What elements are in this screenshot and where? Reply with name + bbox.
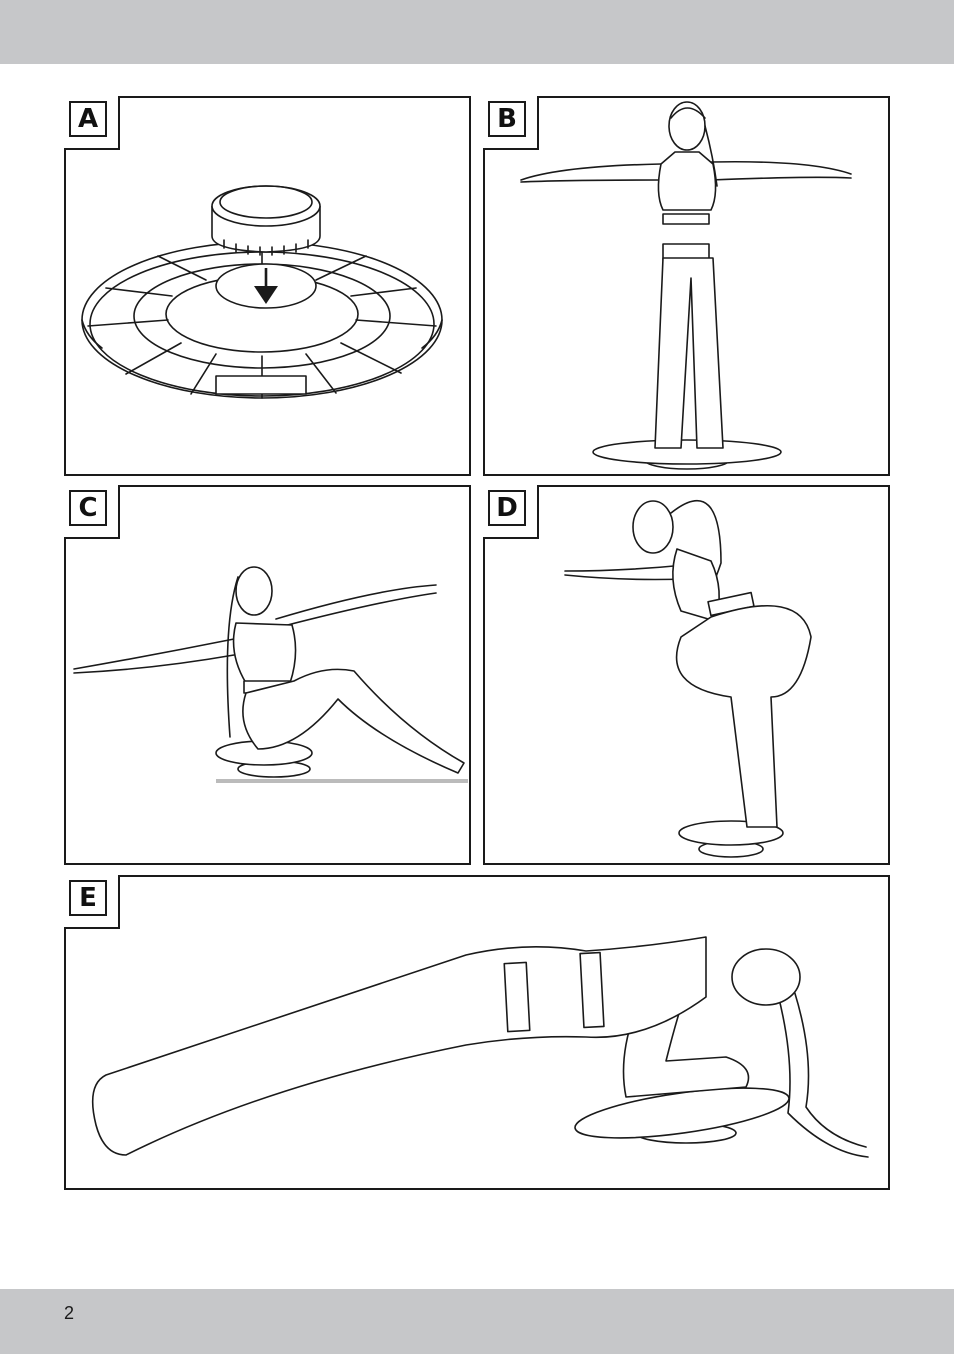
panel-a-label: A [64, 96, 120, 150]
figure-panel-e: E [64, 875, 890, 1190]
panel-e-label: E [64, 875, 120, 929]
figure-panel-c: C [64, 485, 471, 865]
board-assembly-illustration [66, 98, 473, 478]
header-band [0, 0, 954, 64]
panel-c-letter: C [69, 490, 107, 526]
panel-a-letter: A [69, 101, 107, 137]
panel-e-letter: E [69, 880, 107, 916]
figure-panel-b: B [483, 96, 890, 476]
panel-c-label: C [64, 485, 120, 539]
figure-panel-d: D [483, 485, 890, 865]
plank-exercise-illustration [66, 877, 892, 1192]
footer-band [0, 1289, 954, 1354]
panel-d-letter: D [488, 490, 526, 526]
panel-b-letter: B [488, 101, 526, 137]
standing-exercise-illustration [485, 98, 892, 478]
page-number: 2 [64, 1303, 74, 1324]
figure-panel-a: A [64, 96, 471, 476]
seated-exercise-illustration [66, 487, 473, 867]
squat-exercise-illustration [485, 487, 892, 867]
panel-b-label: B [483, 96, 539, 150]
panel-d-label: D [483, 485, 539, 539]
